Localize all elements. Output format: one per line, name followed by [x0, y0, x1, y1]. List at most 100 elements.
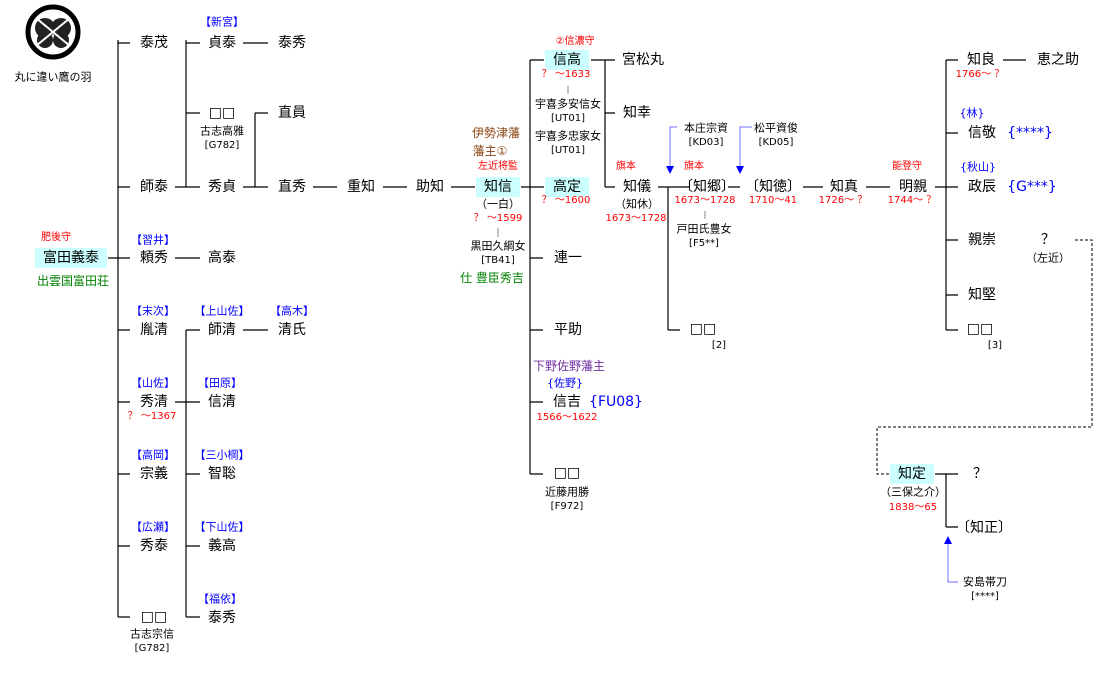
- person[interactable]: 知良: [967, 52, 995, 68]
- wife: 宇喜多忠家女: [535, 129, 601, 143]
- adoption-arrow-2: [736, 126, 752, 174]
- person[interactable]: 政辰: [968, 179, 996, 195]
- alias: （一白）: [476, 197, 520, 211]
- wife: 宇喜多安信女: [535, 97, 601, 111]
- person[interactable]: 秀泰: [140, 538, 168, 554]
- person[interactable]: 平助: [554, 322, 582, 338]
- crest-caption: 丸に違い鷹の羽: [14, 70, 92, 84]
- person[interactable]: 〔知徳〕: [745, 179, 801, 195]
- person[interactable]: 泰秀: [208, 610, 236, 626]
- person[interactable]: 信清: [208, 394, 236, 410]
- person[interactable]: 泰茂: [140, 35, 168, 51]
- clan-label: 【広瀬】: [131, 520, 175, 534]
- person[interactable]: 助知: [416, 179, 444, 195]
- alias: （左近）: [1026, 251, 1070, 265]
- akichika-children: [935, 59, 1026, 331]
- tomosada-children: [935, 473, 958, 528]
- person[interactable]: 連一: [554, 250, 582, 266]
- person[interactable]: 高泰: [208, 250, 236, 266]
- person[interactable]: 師清: [208, 322, 236, 338]
- adoptive-source: 本庄宗資: [684, 121, 728, 135]
- adoption-arrow-3: [944, 536, 958, 583]
- person[interactable]: 頼秀: [140, 250, 168, 266]
- alias: （知休）: [615, 197, 659, 211]
- clan-label: 【高岡】: [131, 448, 175, 462]
- service: 仕 豊臣秀吉: [460, 271, 524, 285]
- note: 古志高雅: [200, 124, 244, 138]
- person[interactable]: □□: [553, 465, 581, 481]
- person[interactable]: 信吉: [553, 394, 581, 410]
- person[interactable]: 直員: [278, 105, 306, 121]
- person[interactable]: 恵之助: [1037, 52, 1079, 68]
- person[interactable]: □□: [208, 105, 236, 121]
- person[interactable]: 知儀: [623, 179, 651, 195]
- root-person[interactable]: 富田義泰: [35, 248, 107, 268]
- person[interactable]: 胤清: [140, 322, 168, 338]
- code: [KD03]: [688, 137, 724, 148]
- person-highlighted[interactable]: 信高: [545, 50, 589, 70]
- tomonobu-children: [521, 59, 544, 475]
- dates: ？ ～1633: [541, 69, 591, 80]
- clan-label: {佐野}: [547, 376, 583, 390]
- person[interactable]: 泰秀: [278, 35, 306, 51]
- note: 近藤用勝: [545, 485, 589, 499]
- person[interactable]: 智聡: [208, 466, 236, 482]
- wife: 戸田氏豊女: [676, 222, 732, 236]
- person[interactable]: 知堅: [968, 287, 996, 303]
- clan-label: 【新宮】: [200, 15, 244, 29]
- dates: 1838～65: [888, 502, 938, 513]
- person[interactable]: □□: [140, 609, 168, 625]
- adoption-arrow-1: [666, 126, 677, 174]
- title-label: 左近将監: [478, 161, 518, 172]
- dashed-link: [876, 239, 1093, 475]
- root-origin: 出雲国富田荘: [36, 274, 110, 288]
- person[interactable]: 義高: [208, 538, 236, 554]
- person[interactable]: 知真: [830, 179, 858, 195]
- person[interactable]: □□: [966, 321, 994, 337]
- person[interactable]: 宮松丸: [622, 52, 664, 68]
- code: [****]: [971, 591, 999, 602]
- person[interactable]: 直秀: [278, 179, 306, 195]
- code: [UT01]: [551, 113, 585, 124]
- person[interactable]: 重知: [347, 179, 375, 195]
- note: 古志宗信: [130, 627, 174, 641]
- person[interactable]: 明親: [899, 179, 927, 195]
- person[interactable]: ？: [973, 466, 987, 482]
- code: [KD05]: [758, 137, 794, 148]
- person[interactable]: 宗義: [140, 466, 168, 482]
- person[interactable]: 親崇: [968, 232, 996, 248]
- person[interactable]: □□: [689, 321, 717, 337]
- code: [UT01]: [551, 145, 585, 156]
- person[interactable]: 秀貞: [208, 179, 236, 195]
- person-highlighted[interactable]: 高定: [545, 177, 589, 197]
- title-label: ②信濃守: [555, 36, 595, 47]
- dates: 1726～ ？: [818, 195, 868, 206]
- tomonori-children: [658, 186, 890, 331]
- crest-icon: [25, 4, 81, 60]
- person[interactable]: 信敬: [968, 125, 996, 141]
- person[interactable]: 〔知郷〕: [679, 179, 735, 195]
- person[interactable]: 貞泰: [208, 35, 236, 51]
- person[interactable]: 師泰: [140, 179, 168, 195]
- code: [F972]: [550, 501, 584, 512]
- gen2-branch-c: [175, 329, 268, 618]
- adoptive-source: 松平資俊: [754, 121, 798, 135]
- dates: 1673～1728: [605, 213, 667, 224]
- nobutaka-children: [591, 59, 615, 188]
- person[interactable]: 知幸: [623, 105, 651, 121]
- person[interactable]: 秀清: [140, 394, 168, 410]
- person[interactable]: 清氏: [278, 322, 306, 338]
- person[interactable]: 〔知正〕: [956, 520, 1012, 536]
- clan-label: 【上山佐】: [194, 304, 250, 318]
- domain-label: 下野佐野藩主: [532, 359, 606, 373]
- person[interactable]: ？: [1041, 232, 1055, 248]
- clan-label: {秋山}: [960, 160, 996, 174]
- gen1-trunk: [108, 40, 130, 618]
- title-label: 旗本: [684, 161, 704, 172]
- person-highlighted[interactable]: 知定: [890, 464, 934, 484]
- code: [TB41]: [481, 255, 515, 266]
- person-highlighted[interactable]: 知信: [476, 177, 520, 197]
- dates: ？ ～1599: [473, 213, 523, 224]
